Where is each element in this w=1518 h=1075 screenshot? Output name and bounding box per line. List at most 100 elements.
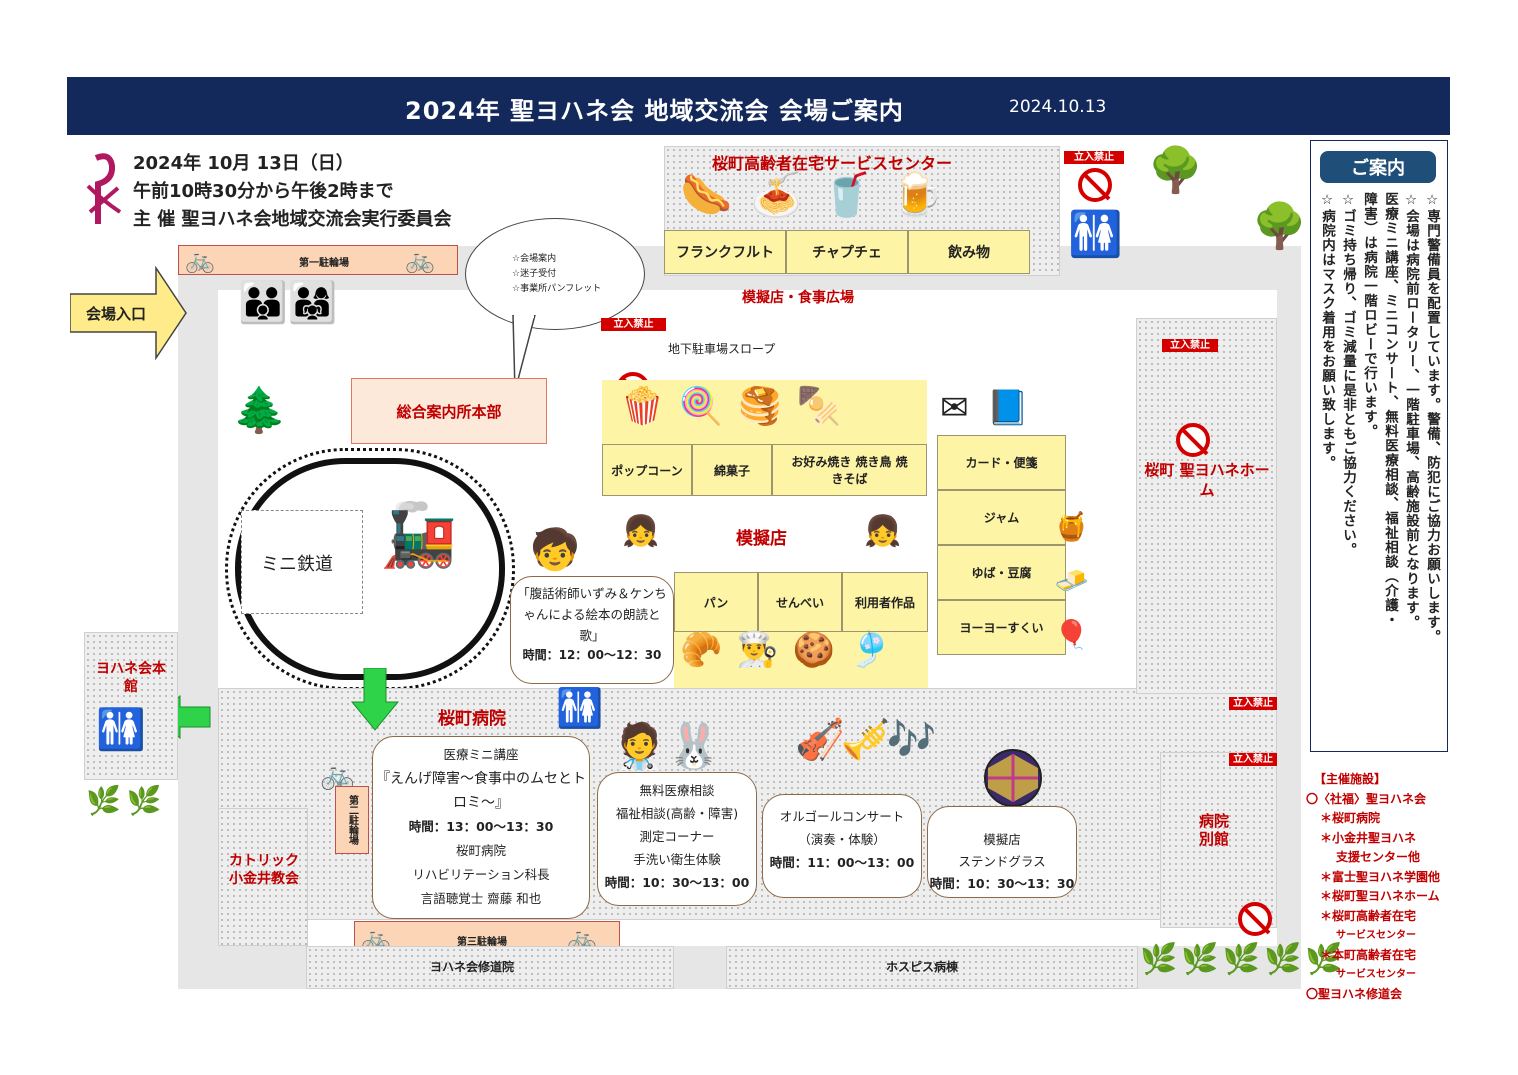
jam-tofu-icons: 🍯🧈🎈 bbox=[1054, 510, 1089, 651]
shrub-icon: 🌿🌿 bbox=[86, 784, 168, 817]
concert-time: 時間：11：00〜13：00 bbox=[769, 855, 915, 870]
home-label: 桜町 聖ヨハネホーム bbox=[1144, 461, 1270, 499]
header-date: 2024.10.13 bbox=[1009, 97, 1107, 117]
food-icons: 🌭🍝🥤🍺 bbox=[680, 170, 962, 219]
orchestra-icon: 🎻🎺🎶 bbox=[795, 717, 936, 763]
consult-time: 時間：10：30〜13：00 bbox=[604, 875, 750, 890]
stall-frankfurt: フランクフルト bbox=[664, 230, 786, 274]
boy-icon: 🧒 bbox=[530, 527, 580, 573]
event-organizer: 主 催 聖ヨハネ会地域交流会実行委員会 bbox=[133, 209, 452, 230]
logo-icon bbox=[86, 153, 122, 224]
header-bar: 2024年 聖ヨハネ会 地域交流会 会場ご案内 2024.10.13 bbox=[67, 77, 1450, 135]
hospice-building bbox=[726, 946, 1138, 989]
consult-line-1: 無料医療相談 bbox=[639, 783, 715, 798]
info-bubble-list: ☆会場案内 ☆迷子受付 ☆事業所パンフレット bbox=[512, 254, 602, 294]
entrance-arrow-icon bbox=[70, 266, 187, 360]
down-arrow-icon bbox=[350, 668, 400, 731]
no-entry-icon bbox=[1238, 902, 1272, 936]
glass-line-1: 模擬店 bbox=[983, 832, 1021, 847]
guide-title: ご案内 bbox=[1320, 151, 1436, 183]
tree-icon: 🌳 bbox=[1148, 145, 1203, 196]
pine-tree-icon: 🌲 bbox=[232, 385, 287, 436]
stall-drinks: 飲み物 bbox=[908, 230, 1030, 274]
stained-glass-box: 模擬店 ステンドグラス 時間：10：30〜13：30 bbox=[927, 806, 1077, 898]
info-bubble bbox=[465, 218, 645, 330]
no-entry-icon bbox=[1176, 423, 1210, 457]
road-left bbox=[178, 246, 218, 989]
parking-2: 第二駐輪場 bbox=[335, 786, 369, 854]
annex-label: 病院別館 bbox=[1198, 812, 1229, 848]
hospice-label: ホスピス病棟 bbox=[886, 960, 959, 974]
road-right bbox=[1277, 246, 1301, 989]
parking-1-label: 第一駐輪場 bbox=[299, 258, 349, 269]
lecture-subtitle: 『えんげ障害〜食事中のムセとトロミ〜』 bbox=[376, 771, 586, 811]
ventriloquist-time: 時間：12：00〜12：30 bbox=[522, 648, 662, 662]
stall-yoyo: ヨーヨーすくい bbox=[937, 600, 1066, 655]
concert-line-1: オルゴールコンサート bbox=[779, 809, 905, 824]
event-info: 2024年 10月 13日（日） 午前10時30分から午後2時まで 主 催 聖ヨ… bbox=[133, 150, 452, 234]
lecture-org: 桜町病院 bbox=[455, 843, 506, 858]
stall-cards: カード・便箋 bbox=[937, 435, 1066, 490]
stall-japchae: チャプチェ bbox=[786, 230, 908, 274]
service-center-label: 桜町高齢者在宅サービスセンター bbox=[712, 154, 953, 173]
lecture-role: リハビリテーション科長 bbox=[412, 867, 550, 882]
consult-box: 無料医療相談 福祉相談(高齢・障害) 測定コーナー 手洗い衛生体験 時間：10：… bbox=[597, 772, 757, 906]
bicycle-icon: 🚲 bbox=[185, 246, 215, 274]
glass-time: 時間：10：30〜13：30 bbox=[929, 876, 1075, 891]
mogiten-label: 模擬店 bbox=[736, 529, 787, 549]
train-icon: 🚂 bbox=[380, 498, 458, 571]
monastery-building bbox=[306, 946, 674, 989]
lecture-title: 医療ミニ講座 bbox=[443, 747, 519, 762]
girl-face-icon: 👧 bbox=[622, 514, 660, 549]
lecture-box: 医療ミニ講座 『えんげ障害〜食事中のムセとトロミ〜』 時間：13：00〜13：3… bbox=[372, 736, 590, 919]
yohane-hq-label: ヨハネ会本館 bbox=[96, 661, 166, 695]
stall-jam: ジャム bbox=[937, 490, 1066, 545]
ventriloquist-box: 「腹話術師いずみ＆ケンちゃんによる絵本の朗読と歌」 時間：12：00〜12：30 bbox=[510, 576, 674, 684]
concert-box: オルゴールコンサート （演奏・体験） 時間：11：00〜13：00 bbox=[762, 794, 922, 898]
monastery-label: ヨハネ会修道院 bbox=[430, 960, 515, 974]
girl-face-icon: 👧 bbox=[864, 514, 902, 549]
stall-yuba-tofu: ゆば・豆腐 bbox=[937, 545, 1066, 600]
consult-line-4: 手洗い衛生体験 bbox=[633, 852, 721, 867]
no-entry-tag: 立入禁止 bbox=[1229, 753, 1277, 766]
shrub-icon: 🌿🌿🌿🌿🌿 bbox=[1140, 942, 1347, 977]
lecture-speaker: 言語聴覚士 齋藤 和也 bbox=[420, 891, 542, 906]
no-entry-tag: 立入禁止 bbox=[1064, 151, 1124, 164]
restroom-icon: 🚻 bbox=[1068, 209, 1123, 260]
lecture-time: 時間：13：00〜13：30 bbox=[408, 819, 554, 834]
no-entry-tag: 立入禁止 bbox=[601, 318, 666, 331]
no-entry-tag: 立入禁止 bbox=[1162, 339, 1218, 352]
entrance-label: 会場入口 bbox=[86, 305, 147, 323]
parking-1: 🚲 第一駐輪場 🚲 bbox=[178, 245, 458, 275]
hospital-label: 桜町病院 bbox=[438, 709, 506, 729]
glass-line-2: ステンドグラス bbox=[958, 854, 1046, 869]
bicycle-icon: 🚲 bbox=[405, 246, 435, 274]
consult-line-2: 福祉相談(高齢・障害) bbox=[615, 806, 739, 821]
yohane-hq-building bbox=[84, 632, 178, 780]
bread-icons: 🥐👨‍🍳🍪🎐 bbox=[680, 630, 906, 670]
family-icon: 👪👨‍👩‍👧 bbox=[238, 280, 338, 326]
bicycle-icon: 🚲 bbox=[320, 758, 355, 791]
event-date: 2024年 10月 13日（日） bbox=[133, 153, 354, 174]
hq-box: 総合案内所本部 bbox=[351, 378, 547, 444]
stall-okonomiyaki: お好み焼き 焼き鳥 焼きそば bbox=[772, 444, 927, 496]
tree-icon: 🌳 bbox=[1252, 201, 1307, 252]
restroom-icon: 🚻 bbox=[556, 686, 604, 730]
snack-icons: 🍿🍭🥞🍢 bbox=[620, 386, 856, 427]
stall-bread: パン bbox=[674, 572, 758, 632]
sponsor-list: 【主催施設】 〇〈社福〉聖ヨハネ会 ＊桜町病院 ＊小金井聖ヨハネ 支援センター他… bbox=[1306, 772, 1441, 1001]
stall-popcorn: ポップコーン bbox=[602, 444, 692, 496]
no-entry-icon bbox=[1078, 168, 1112, 202]
parking-3-label: 第三駐輪場 bbox=[457, 937, 507, 948]
guide-text: ☆専門警備員を配置しています。警備、防犯にご協力お願いします。 ☆会場は病院前ロ… bbox=[1319, 192, 1440, 644]
stall-user-works: 利用者作品 bbox=[842, 572, 928, 632]
no-entry-tag: 立入禁止 bbox=[1229, 697, 1277, 710]
slope-label: 地下駐車場スロープ bbox=[668, 342, 776, 356]
food-plaza-label: 模擬店・食事広場 bbox=[742, 290, 854, 306]
stall-senbei: せんべい bbox=[758, 572, 842, 632]
guide-panel bbox=[1310, 140, 1448, 752]
stall-cotton-candy: 綿菓子 bbox=[692, 444, 772, 496]
concert-line-2: （演奏・体験） bbox=[798, 832, 886, 847]
doctor-icon: 🧑‍⚕️🐰 bbox=[612, 721, 722, 772]
home-building bbox=[1136, 318, 1277, 694]
